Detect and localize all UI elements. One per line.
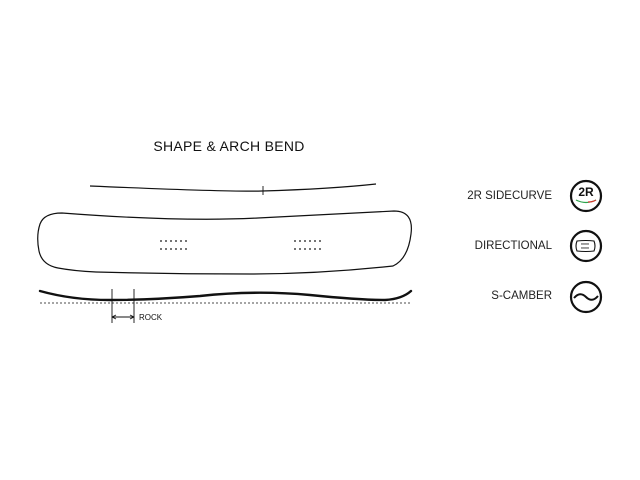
feature-label-directional: DIRECTIONAL [474, 240, 552, 252]
board-outline [37, 210, 412, 275]
camber-profile-line [38, 289, 413, 302]
rock-label: ROCK [139, 313, 163, 322]
feature-label-2r-sidecurve: 2R SIDECURVE [467, 190, 552, 202]
s-camber-icon [569, 280, 603, 314]
diagram-title: SHAPE & ARCH BEND [153, 138, 305, 154]
2r-sidecurve-icon: 2R [569, 179, 603, 213]
feature-label-s-camber: S-CAMBER [491, 290, 552, 302]
rear-inserts [294, 240, 321, 250]
2r-icon-text: 2R [578, 185, 594, 199]
directional-icon [569, 229, 603, 263]
rock-measure [111, 289, 135, 323]
side-profile-line [89, 183, 377, 192]
front-inserts [160, 240, 187, 250]
